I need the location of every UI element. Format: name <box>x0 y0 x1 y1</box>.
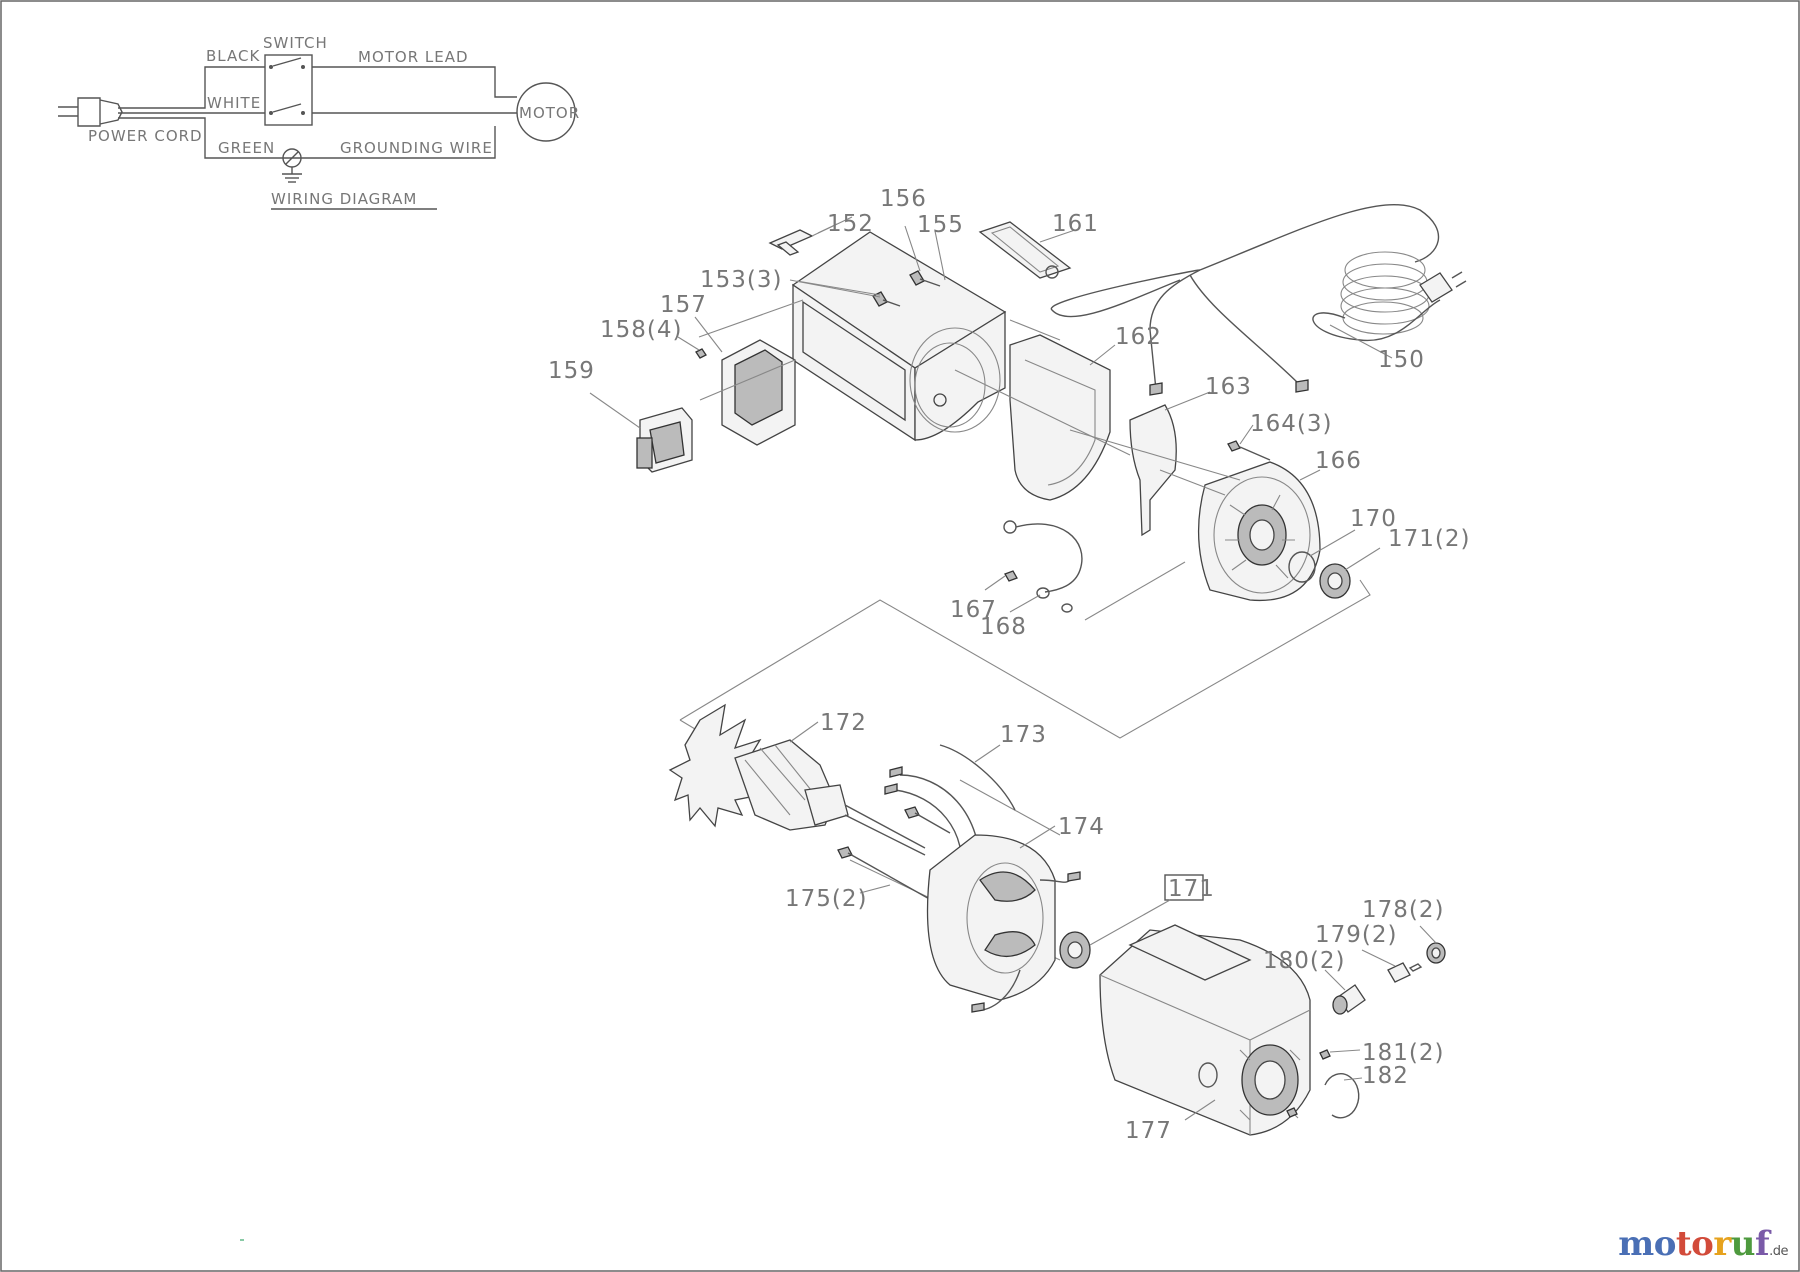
part-155-housing <box>791 231 1007 442</box>
leader-lines <box>589 223 1437 1121</box>
label-163: 163 <box>1205 374 1252 400</box>
logo-part-2: to <box>1675 1224 1714 1264</box>
switch-symbol <box>264 54 313 126</box>
assembly-guide-lines <box>679 216 1371 961</box>
part-179-brush <box>1387 962 1423 983</box>
label-179: 179(2) <box>1315 922 1397 948</box>
logo-part-4: u <box>1730 1224 1756 1264</box>
part-161-gasket <box>978 221 1072 279</box>
part-171-lower-bearing <box>1059 931 1091 969</box>
part-182-retaining-ring <box>1324 1073 1360 1119</box>
label-167: 167 <box>950 597 997 623</box>
motoruf-logo[interactable]: motoruf.de <box>1618 1224 1788 1264</box>
label-156: 156 <box>880 186 927 212</box>
label-173: 173 <box>1000 722 1047 748</box>
label-155: 155 <box>917 212 964 238</box>
motor-symbol <box>516 82 576 142</box>
part-163-baffle <box>1129 404 1177 537</box>
part-153-screw <box>872 291 901 307</box>
label-black: BLACK <box>206 47 260 65</box>
part-177-motor-housing <box>1099 924 1311 1136</box>
part-167-ground-wire <box>1003 520 1083 593</box>
part-171-callout-box <box>1164 874 1204 901</box>
label-171a: 171(2) <box>1388 526 1470 552</box>
label-168: 168 <box>980 614 1027 640</box>
power-plug-icon <box>58 97 123 127</box>
logo-part-5: f <box>1754 1224 1770 1264</box>
part-174-stator <box>926 834 1081 1013</box>
part-170-seal <box>1288 551 1316 583</box>
label-171b: 171 <box>1168 876 1215 902</box>
part-172-armature <box>668 703 926 856</box>
part-178-brush-cap <box>1426 942 1446 964</box>
label-159: 159 <box>548 358 595 384</box>
part-158-screw <box>695 348 707 359</box>
label-157: 157 <box>660 292 707 318</box>
label-power-cord: POWER CORD <box>88 127 203 145</box>
part-159-switch <box>636 407 693 473</box>
label-grounding-wire: GROUNDING WIRE <box>340 139 493 157</box>
label-164: 164(3) <box>1250 411 1332 437</box>
label-172: 172 <box>820 710 867 736</box>
logo-part-1: mo <box>1618 1224 1676 1264</box>
label-170: 170 <box>1350 506 1397 532</box>
label-182: 182 <box>1362 1063 1409 1089</box>
part-180-brush-holder <box>1332 984 1366 1015</box>
part-171-bearing <box>1319 563 1351 599</box>
logo-part-3: r <box>1713 1224 1731 1264</box>
label-174: 174 <box>1058 814 1105 840</box>
label-switch: SWITCH <box>263 34 328 52</box>
label-161: 161 <box>1052 211 1099 237</box>
label-green: GREEN <box>218 139 275 157</box>
wiring-diagram: BLACK SWITCH MOTOR LEAD WHITE MOTOR POWE… <box>58 34 580 210</box>
label-178: 178(2) <box>1362 897 1444 923</box>
part-labels: 150 152 153(3) 155 156 157 158(4) 159 16… <box>548 186 1470 1144</box>
part-150-power-cord <box>1045 203 1467 396</box>
label-white: WHITE <box>207 94 261 112</box>
label-162: 162 <box>1115 324 1162 350</box>
part-156-screw <box>909 270 941 287</box>
part-175-through-bolt <box>837 806 951 906</box>
label-158: 158(4) <box>600 317 682 343</box>
part-157-switch-plate <box>721 339 796 446</box>
label-153: 153(3) <box>700 267 782 293</box>
ground-symbol <box>282 148 302 183</box>
label-177: 177 <box>1125 1118 1172 1144</box>
label-166: 166 <box>1315 448 1362 474</box>
wiring-diagram-title: WIRING DIAGRAM <box>271 190 417 208</box>
part-168-washer <box>1036 587 1073 613</box>
label-150: 150 <box>1378 347 1425 373</box>
label-180: 180(2) <box>1263 948 1345 974</box>
part-181-screw <box>1286 1049 1331 1118</box>
label-181: 181(2) <box>1362 1040 1444 1066</box>
logo-tld: .de <box>1769 1244 1788 1259</box>
label-motor: MOTOR <box>519 104 580 122</box>
part-162-shroud <box>1009 334 1111 501</box>
label-motor-lead: MOTOR LEAD <box>358 48 469 66</box>
label-152: 152 <box>827 211 874 237</box>
part-164-screw <box>1227 440 1271 461</box>
part-173-tube <box>939 744 1016 811</box>
label-175: 175(2) <box>785 886 867 912</box>
